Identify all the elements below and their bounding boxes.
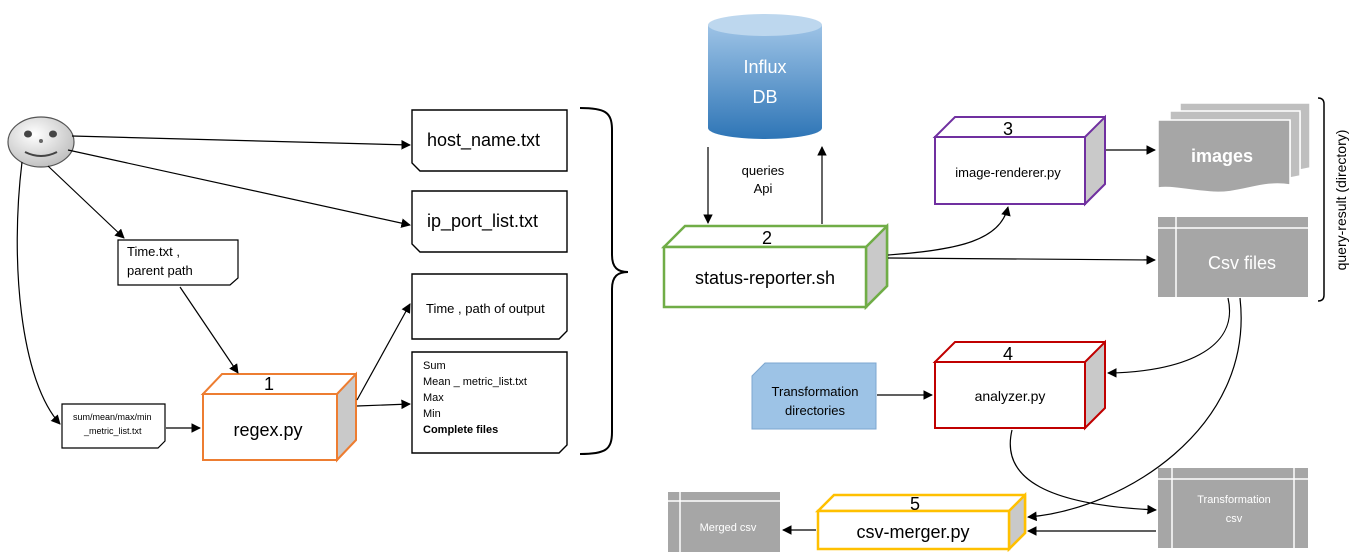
metric-list-line1: sum/mean/max/min xyxy=(73,412,152,422)
regex-process-box: 1 regex.py xyxy=(200,371,357,463)
time-parent-line2: parent path xyxy=(127,263,193,278)
transformation-csv-output: Transformation csv xyxy=(1158,468,1308,548)
db-link-line1: queries xyxy=(742,163,785,178)
complete-line-min: Min xyxy=(423,408,441,420)
merged-csv-output: Merged csv xyxy=(668,492,780,552)
csv-files-output: Csv files xyxy=(1158,217,1308,297)
transformation-dirs-line2: directories xyxy=(785,403,845,418)
transformation-dirs-line1: Transformation xyxy=(772,384,859,399)
analyzer-process-box: 4 analyzer.py xyxy=(932,339,1106,431)
csv-merger-number: 5 xyxy=(910,494,920,514)
complete-files-doc: Sum Mean _ metric_list.txt Max Min Compl… xyxy=(411,351,568,454)
ip-port-list-doc: ip_port_list.txt xyxy=(411,190,568,253)
image-renderer-process-box: 3 image-renderer.py xyxy=(932,114,1106,207)
complete-line-max: Max xyxy=(423,392,444,404)
connector-arrows xyxy=(16,135,1242,536)
time-parent-line1: Time.txt , xyxy=(127,244,180,259)
db-label-line2: DB xyxy=(752,87,777,107)
csv-files-label: Csv files xyxy=(1208,253,1276,273)
complete-line-sum: Sum xyxy=(423,360,446,372)
status-reporter-label: status-reporter.sh xyxy=(695,268,835,288)
complete-files-label: Complete files xyxy=(423,424,498,436)
status-reporter-number: 2 xyxy=(762,228,772,248)
csv-merger-label: csv-merger.py xyxy=(856,522,969,542)
images-label: images xyxy=(1191,146,1253,166)
query-result-label: query-result (directory) xyxy=(1333,130,1349,271)
transformation-csv-line1: Transformation xyxy=(1197,494,1271,506)
image-renderer-label: image-renderer.py xyxy=(955,165,1061,180)
metric-list-doc: sum/mean/max/min _metric_list.txt xyxy=(61,403,166,449)
merged-csv-label: Merged csv xyxy=(700,522,757,534)
csv-merger-process-box: 5 csv-merger.py xyxy=(814,491,1027,553)
host-name-doc: host_name.txt xyxy=(411,109,568,172)
status-reporter-process-box: 2 status-reporter.sh xyxy=(660,222,889,311)
analyzer-label: analyzer.py xyxy=(975,388,1046,404)
transformation-csv-line2: csv xyxy=(1226,513,1243,525)
time-output-label: Time , path of output xyxy=(426,301,545,316)
db-label-line1: Influx xyxy=(743,57,786,77)
db-link-line2: Api xyxy=(754,181,773,196)
host-name-label: host_name.txt xyxy=(427,130,540,151)
ip-port-list-label: ip_port_list.txt xyxy=(427,211,538,232)
inputs-brace xyxy=(579,107,629,455)
user-smiley-icon xyxy=(7,116,75,168)
image-renderer-number: 3 xyxy=(1003,119,1013,139)
metric-list-line2: _metric_list.txt xyxy=(83,426,142,436)
regex-number: 1 xyxy=(264,374,274,394)
influx-db-cylinder: Influx DB xyxy=(708,14,822,139)
time-output-doc: Time , path of output xyxy=(411,273,568,340)
query-result-bracket xyxy=(1317,97,1325,302)
transformation-directories: Transformation directories xyxy=(751,362,877,430)
analyzer-number: 4 xyxy=(1003,344,1013,364)
images-output-multidoc: images xyxy=(1157,102,1311,194)
time-parent-doc: Time.txt , parent path xyxy=(117,239,239,286)
regex-label: regex.py xyxy=(233,420,302,440)
complete-line-mean: Mean _ metric_list.txt xyxy=(423,376,527,388)
